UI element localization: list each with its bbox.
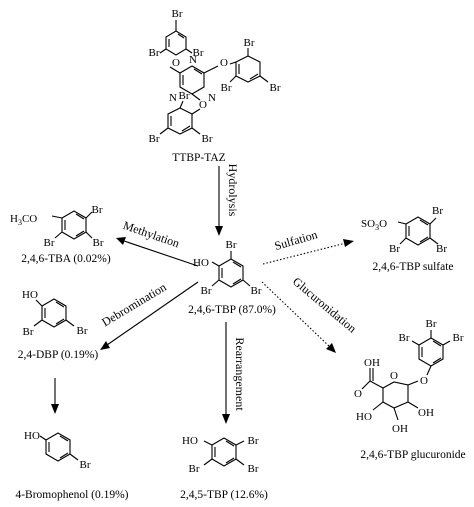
sulfation-arrowhead [343,239,354,247]
br-ttbp-3: Br [193,47,204,59]
tbp245-label: 2,4,5-TBP (12.6%) [180,489,268,501]
br-dbp-2: Br [77,325,88,337]
br-ttbp-7: Br [179,90,190,102]
glucuronidation-arrow [261,281,331,348]
glucuronide-structure: Br Br Br O O OH O HO OH OH [354,318,464,435]
ether-o-right: O [220,57,228,69]
br-ttbp-8: Br [149,133,160,145]
br-sulfate-1: Br [432,205,443,217]
ether-o-left: O [172,57,180,69]
hydrolysis-arrowhead [215,226,223,236]
dbp-structure: HO Br Br [22,289,88,338]
gluc-ether-o: O [420,375,428,387]
dbp-label: 2,4-DBP (0.19%) [18,349,99,361]
tba-methoxy: H3CO [10,213,37,227]
gluc-carboxyl-o: O [354,388,362,400]
bromophenol-label: 4-Bromophenol (0.19%) [15,489,128,501]
gluc-oh-1: HO [356,411,372,423]
tba-label: 2,4,6-TBA (0.02%) [21,253,111,265]
br-dbp-1: Br [23,326,34,338]
triazine-n-left: N [169,92,177,104]
debromination-arrow [106,281,199,346]
gluc-oh-3: OH [418,407,434,419]
br-gluc-1: Br [426,318,437,330]
tbp-ho: HO [193,257,209,269]
methylation-arrow [123,240,199,267]
br-tba-3: Br [93,237,104,249]
debromination-arrowhead [100,341,110,350]
tbp245-structure: HO Br Br Br [182,435,259,475]
br-ttbp-5: Br [221,82,232,94]
glucuronide-label: 2,4,6-TBP glucuronide [360,449,465,461]
br-tbp245-2: Br [189,463,200,475]
gluc-oh-2: OH [392,423,408,435]
methylation-label: Methylation [121,218,181,250]
bromophenol-ho: HO [24,430,40,442]
br-tbp-2: Br [201,285,212,297]
triazine-n-right: N [208,92,216,104]
br-tbp245-1: Br [248,435,259,447]
gluc-carbonyl-oh: OH [364,357,380,369]
triazine-n-top: N [189,54,197,66]
rearrangement-label: Rearrangement [233,337,247,411]
glucuronidation-arrowhead [326,343,336,353]
sulfate-group: SO3O [361,218,387,232]
sulfate-structure: SO3O Br Br Br [361,205,447,255]
tba-structure: H3CO Br Br Br [10,204,104,249]
br-sulfate-2: Br [389,243,400,255]
br-gluc-3: Br [453,332,464,344]
br-ttbp-4: Br [244,37,255,49]
tbp-label: 2,4,6-TBP (87.0%) [188,304,276,316]
sulfate-label: 2,4,6-TBP sulfate [372,261,453,273]
br-tbp-1: Br [226,239,237,251]
sulfation-arrow [262,242,347,265]
bromophenol-structure: HO Br [24,430,91,471]
tbp245-ho: HO [182,435,198,447]
br-bromophenol: Br [80,459,91,471]
br-ttbp-1: Br [172,8,183,20]
rearrangement-arrowhead [222,414,230,424]
glucuronidation-label: Glucuronidation [290,274,359,335]
methylation-arrowhead [116,237,126,245]
br-gluc-2: Br [399,332,410,344]
br-tba-1: Br [92,204,103,216]
br-tbp245-3: Br [248,463,259,475]
tbp-structure: HO Br Br Br [193,239,262,297]
br-tba-2: Br [44,237,55,249]
br-tbp-3: Br [251,285,262,297]
br-ttbp-2: Br [149,47,160,59]
sulfation-label: Sulfation [273,227,319,253]
dbp-to-bromophenol-arrowhead [51,404,59,414]
debromination-label: Debromination [99,280,168,329]
gluc-ring-o: O [390,370,398,382]
br-ttbp-6: Br [270,82,281,94]
ether-o-bottom: O [199,99,207,111]
ttbp-taz-label: TTBP-TAZ [172,152,225,164]
ttbp-taz-structure: N N N O Br Br Br O Br Br Br O [149,8,281,145]
hydrolysis-label: Hydrolysis [226,164,240,217]
dbp-ho: HO [22,289,38,301]
br-sulfate-3: Br [436,243,447,255]
br-ttbp-9: Br [202,133,213,145]
